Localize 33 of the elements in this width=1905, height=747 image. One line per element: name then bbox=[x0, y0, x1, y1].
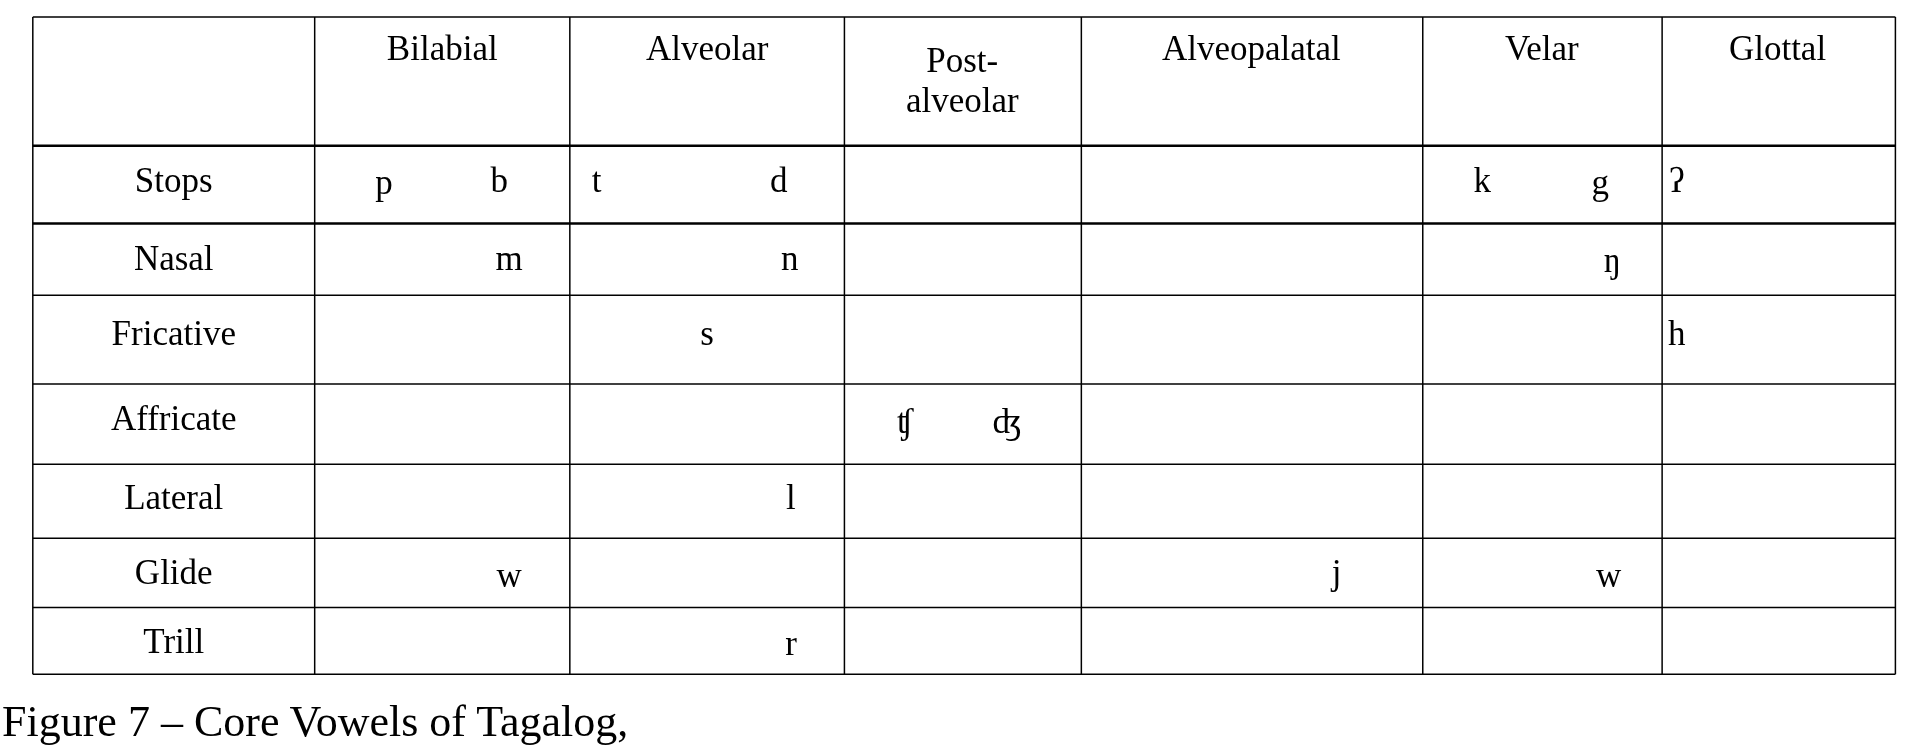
phoneme-symbol: ʔ bbox=[1668, 161, 1685, 202]
row-header: Affricate bbox=[110, 399, 237, 440]
phoneme-symbol: t bbox=[591, 161, 602, 202]
phoneme-symbol: k bbox=[1473, 161, 1492, 202]
row-header: Trill bbox=[143, 621, 205, 662]
phoneme-symbol: p bbox=[375, 163, 393, 204]
row-header: Fricative bbox=[111, 314, 236, 355]
phoneme-symbol: n bbox=[781, 238, 799, 279]
row-header: Lateral bbox=[124, 478, 224, 519]
phoneme-symbol: m bbox=[495, 238, 523, 279]
phoneme-symbol: j bbox=[1331, 553, 1342, 594]
phoneme-symbol: w bbox=[1596, 555, 1622, 596]
phoneme-symbol: w bbox=[496, 555, 522, 596]
phoneme-symbol: g bbox=[1591, 163, 1609, 204]
column-header: Alveolar bbox=[645, 28, 769, 69]
figure-caption: Figure 7 – Core Vowels of Tagalog, bbox=[2, 698, 629, 746]
column-header: Alveopalatal bbox=[1162, 28, 1341, 69]
phoneme-symbol: d bbox=[770, 161, 788, 202]
phoneme-symbol: s bbox=[700, 314, 714, 355]
column-header: Bilabial bbox=[386, 28, 498, 69]
column-header: Velar bbox=[1504, 28, 1579, 69]
column-header: Post- alveolar bbox=[904, 41, 1020, 122]
row-header: Glide bbox=[134, 553, 213, 594]
phoneme-symbol: ʤ bbox=[992, 401, 1022, 442]
row-header: Nasal bbox=[133, 238, 214, 279]
phoneme-symbol: h bbox=[1667, 314, 1686, 355]
phoneme-symbol: r bbox=[785, 623, 797, 664]
column-header: Glottal bbox=[1728, 28, 1827, 69]
row-header: Stops bbox=[134, 161, 213, 202]
phoneme-symbol: ʧ bbox=[897, 401, 914, 442]
phoneme-symbol: ŋ bbox=[1603, 241, 1621, 282]
phoneme-symbol: l bbox=[786, 478, 796, 519]
phoneme-symbol: b bbox=[490, 161, 509, 202]
